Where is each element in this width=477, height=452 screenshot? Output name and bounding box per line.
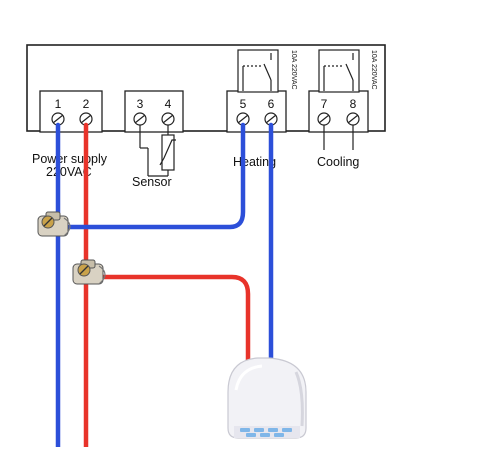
live-wire-load (89, 274, 251, 365)
screw-icon (161, 112, 175, 126)
terminal-block-sensor (124, 90, 184, 133)
screw-icon (133, 112, 147, 126)
screw-icon (79, 112, 93, 126)
heating-relay-rating: 10A 220VAC (290, 50, 297, 90)
screw-terminals (51, 112, 360, 126)
terminal-number-2: 2 (83, 97, 90, 111)
terminal-block-cooling (308, 90, 369, 133)
terminal-block-power (39, 90, 103, 133)
terminal-blocks (39, 90, 369, 133)
power-supply-label: Power supply (32, 152, 108, 166)
terminal-number-4: 4 (165, 97, 172, 111)
terminal-number-7: 7 (321, 97, 328, 111)
wires (55, 122, 274, 450)
heater-plug-icon (227, 357, 307, 439)
cooling-relay-rating: 10A 220VAC (370, 50, 377, 90)
terminal-number-8: 8 (350, 97, 357, 111)
neutral-wire-heating (59, 122, 246, 230)
terminal-block-heating (226, 90, 287, 133)
cooling-label: Cooling (317, 155, 359, 169)
heating-relay-icon (237, 49, 279, 93)
wire-connector-live (72, 259, 106, 285)
thermistor-icon (139, 125, 176, 177)
screw-icon (264, 112, 278, 126)
terminal-number-1: 1 (55, 97, 62, 111)
terminal-number-5: 5 (240, 97, 247, 111)
screw-icon (346, 112, 360, 126)
cooling-relay-icon (318, 49, 360, 93)
terminal-number-3: 3 (137, 97, 144, 111)
terminal-number-6: 6 (268, 97, 275, 111)
cooling-leads (323, 125, 354, 150)
wire-connector-neutral (37, 211, 71, 237)
sensor-label: Sensor (132, 175, 172, 189)
screw-icon (317, 112, 331, 126)
terminal-numbers: 1 2 3 4 5 6 7 8 (55, 97, 357, 111)
